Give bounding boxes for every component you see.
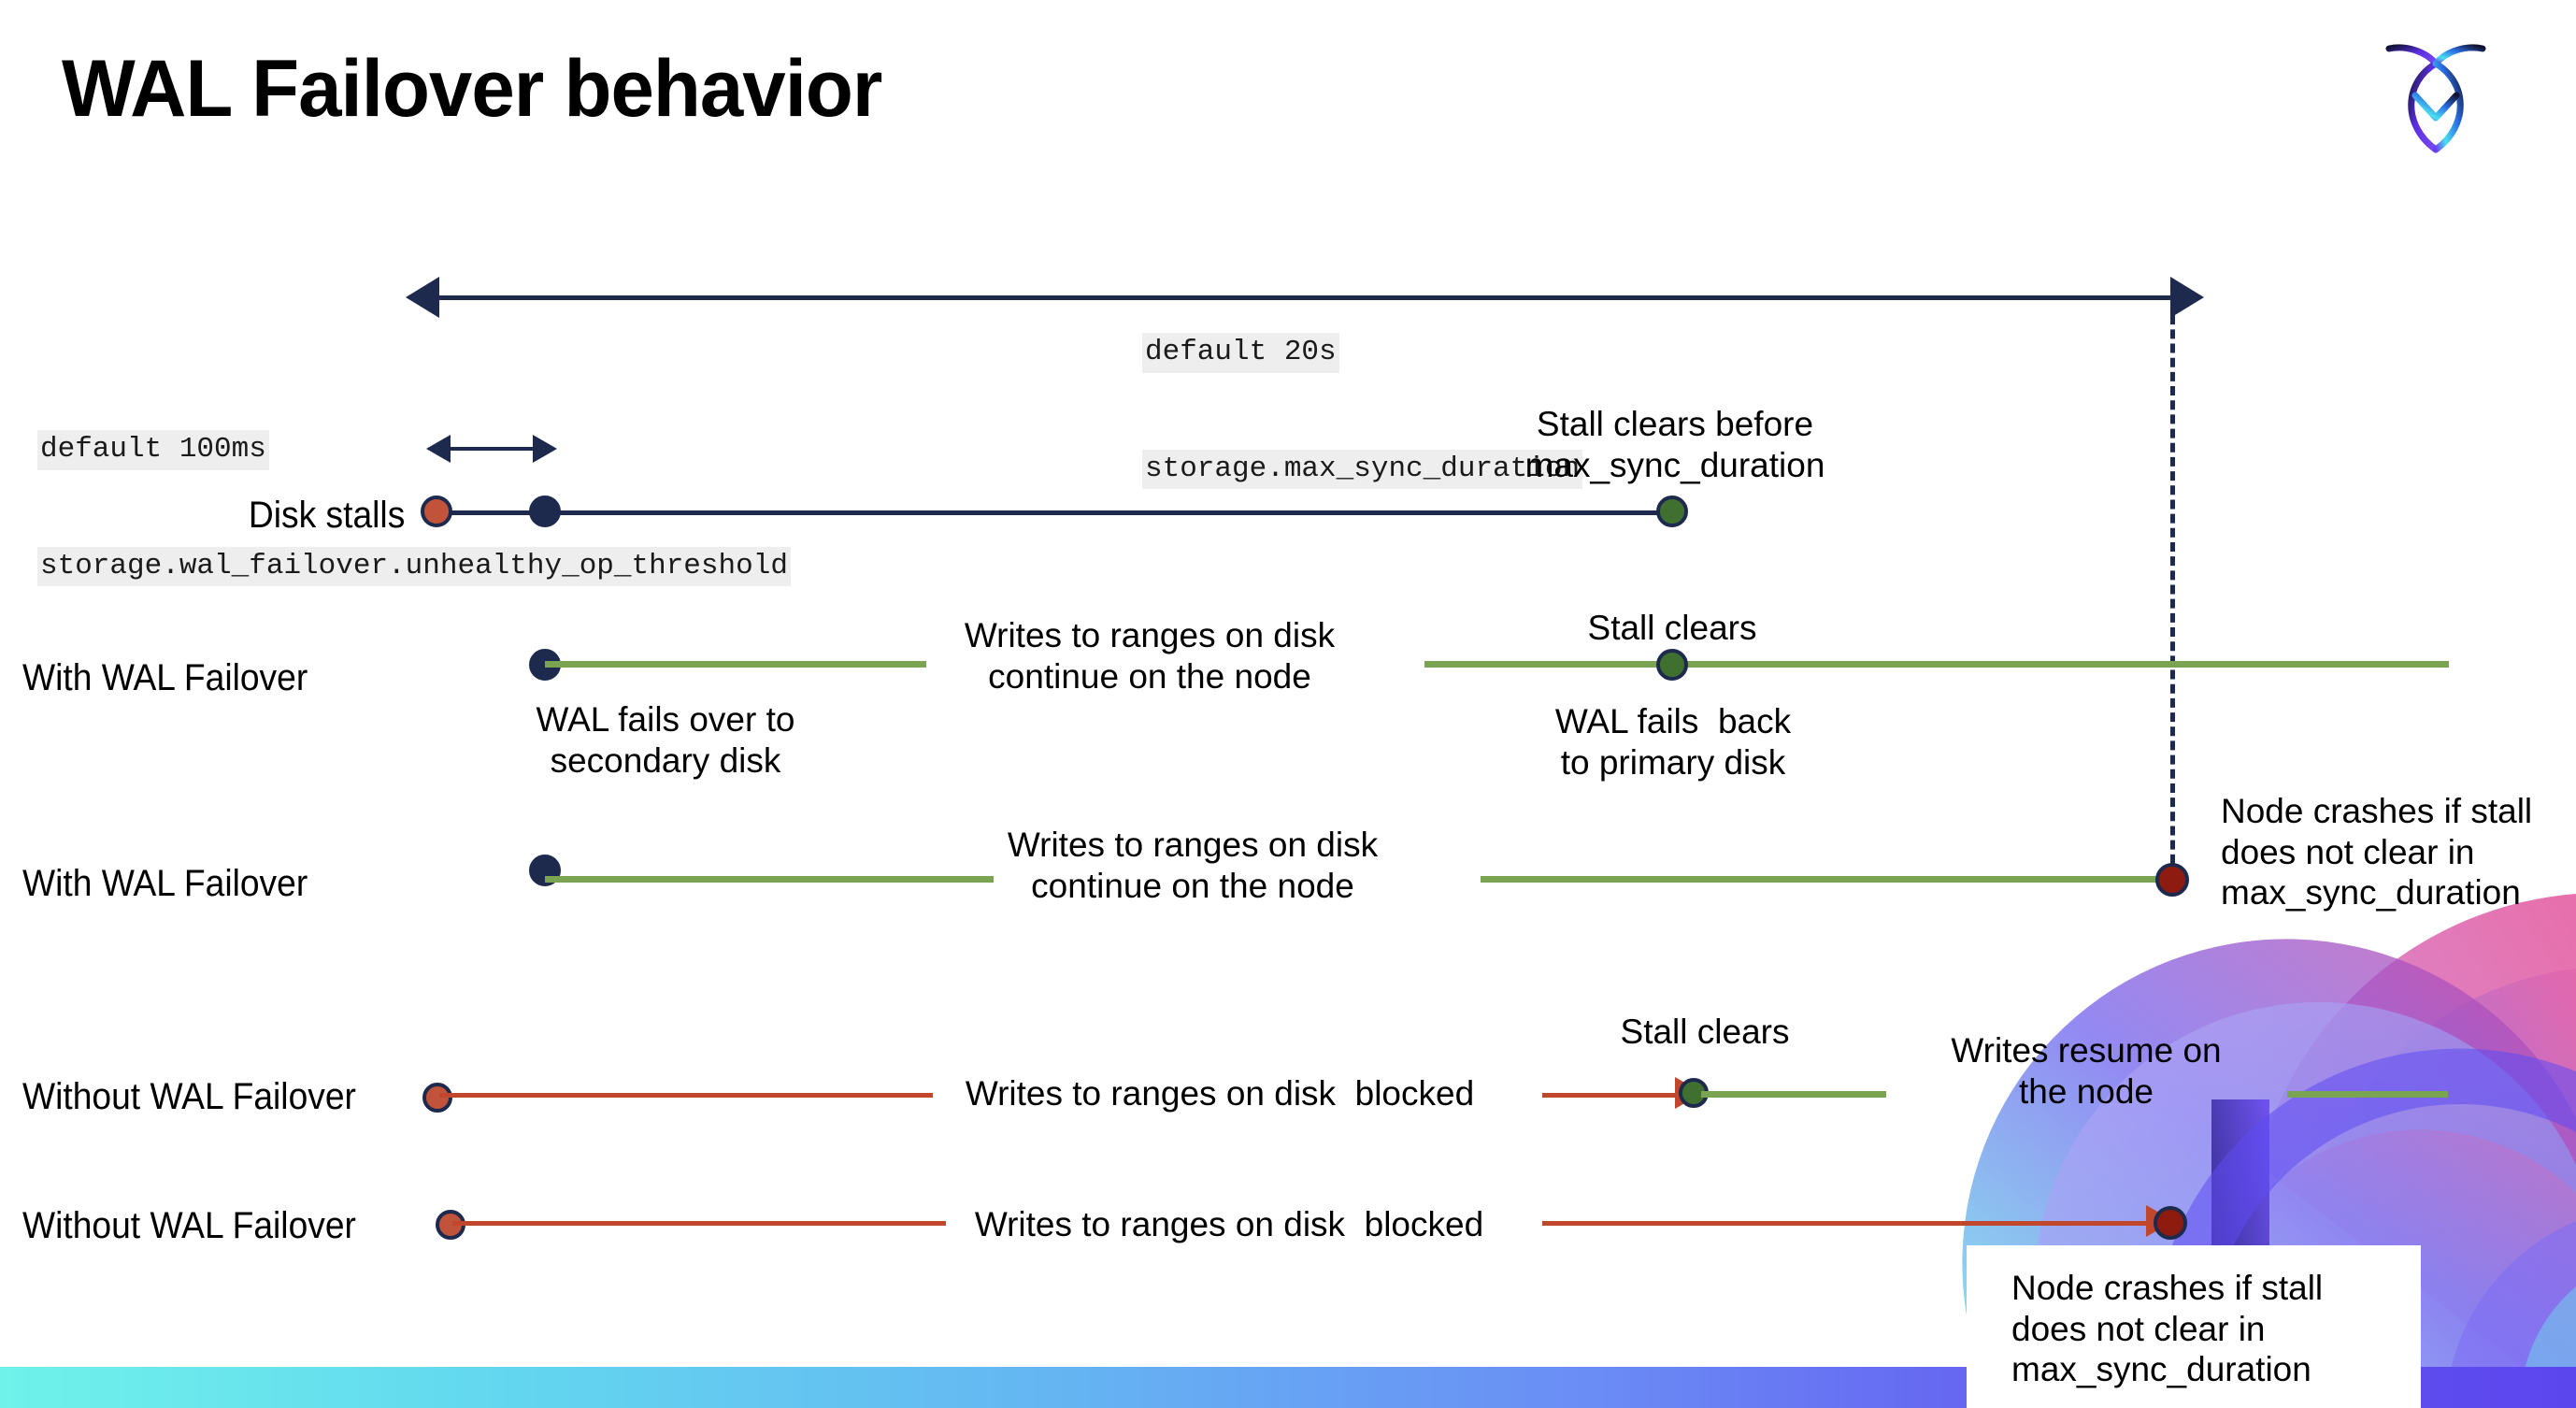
wal-failover-node-crash-note: Node crashes if stall does not clear in … xyxy=(2221,792,2533,912)
wal-failover-writes-note-1: Writes to ranges on disk continue on the… xyxy=(964,616,1336,696)
wal-fails-back-note: WAL fails back to primary disk xyxy=(1554,702,1792,782)
disk-stalls-clear-note: Stall clears before max_sync_duration xyxy=(1524,405,1825,484)
max-sync-duration-span-line xyxy=(439,295,2170,300)
wal-failover-segment-1b xyxy=(1424,661,2449,668)
without-wal-blocked-note-2: Writes to ranges on disk blocked xyxy=(974,1205,1484,1243)
max-sync-arrow-right-head xyxy=(2170,277,2204,318)
without-wal-blocked-note-1: Writes to ranges on disk blocked xyxy=(965,1074,1475,1113)
wal-failover-stall-clear-dot-1 xyxy=(1656,649,1688,681)
without-wal-blocked-segment-2b xyxy=(1542,1221,2159,1226)
wal-failover-node-crash-dot xyxy=(2155,863,2189,897)
without-wal-start-dot-1 xyxy=(422,1083,452,1113)
without-wal-blocked-segment-1a xyxy=(439,1093,933,1098)
without-wal-resume-segment-1 xyxy=(1701,1091,1886,1098)
node-crash-callout-box xyxy=(1967,1245,2421,1408)
disk-stalls-timeline xyxy=(437,510,1673,515)
cockroachdb-logo xyxy=(2380,28,2492,159)
without-wal-writes-resume-note: Writes resume on the node xyxy=(1951,1031,2222,1111)
unhealthy-arrow-right-head xyxy=(533,435,557,463)
row-label-without-wal-failover-2: Without WAL Failover xyxy=(22,1205,356,1246)
max-sync-arrow-left-head xyxy=(406,277,439,318)
wal-failover-segment-1a xyxy=(545,661,926,668)
disk-stall-clear-dot xyxy=(1656,496,1688,527)
wal-failover-stall-clears-note-1: Stall clears xyxy=(1587,609,1757,647)
unhealthy-arrow-left-head xyxy=(426,435,451,463)
without-wal-resume-segment-2 xyxy=(2287,1091,2448,1098)
without-wal-stall-clears-note-1: Stall clears xyxy=(1620,1013,1790,1051)
unhealthy-threshold-span-line xyxy=(449,447,535,451)
without-wal-stall-clear-dot-1 xyxy=(1679,1078,1709,1108)
unhealthy-setting-label: storage.wal_failover.unhealthy_op_thresh… xyxy=(37,546,791,587)
unhealthy-op-threshold-annotation: default 100ms storage.wal_failover.unhea… xyxy=(37,353,791,663)
max-sync-duration-annotation: default 20s storage.max_sync_duration xyxy=(1142,256,1583,566)
disk-stall-threshold-dot xyxy=(529,496,561,527)
wal-failover-writes-note-2: Writes to ranges on disk continue on the… xyxy=(1007,826,1379,905)
wal-fails-over-note: WAL fails over to secondary disk xyxy=(536,700,795,780)
row-label-disk-stalls: Disk stalls xyxy=(248,495,406,536)
row-label-with-wal-failover-1: With WAL Failover xyxy=(22,657,308,698)
page-title: WAL Failover behavior xyxy=(62,44,882,134)
row-label-without-wal-failover-1: Without WAL Failover xyxy=(22,1076,356,1117)
without-wal-blocked-segment-2a xyxy=(452,1221,946,1226)
unhealthy-default-label: default 100ms xyxy=(37,429,269,470)
without-wal-blocked-segment-1b xyxy=(1542,1093,1675,1098)
max-sync-setting-label: storage.max_sync_duration xyxy=(1142,449,1583,490)
wal-failover-segment-2b xyxy=(1481,876,2176,883)
max-sync-duration-dropline xyxy=(2170,301,2175,878)
without-wal-node-crash-dot xyxy=(2154,1206,2187,1240)
disk-stall-start-dot xyxy=(421,496,452,527)
max-sync-default-label: default 20s xyxy=(1142,332,1339,373)
wal-failover-segment-2a xyxy=(545,876,994,883)
row-label-with-wal-failover-2: With WAL Failover xyxy=(22,863,308,904)
without-wal-node-crash-note: Node crashes if stall does not clear in … xyxy=(2011,1269,2324,1389)
